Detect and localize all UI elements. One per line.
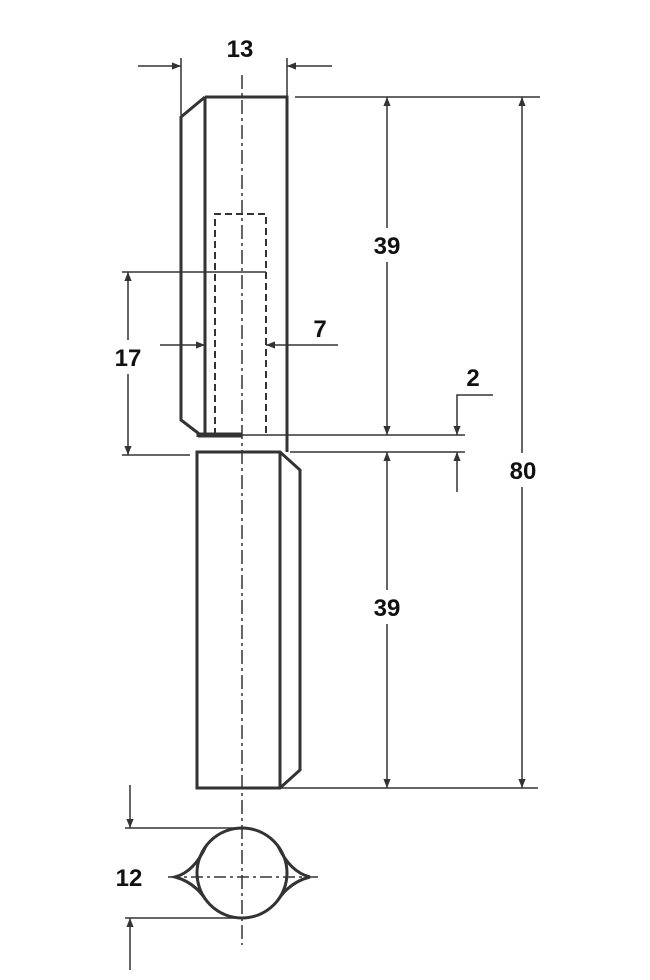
dim-12-label: 12 [116, 865, 143, 892]
dim-39-bottom-label: 39 [374, 595, 401, 622]
dim-2-label: 2 [466, 365, 479, 392]
dim-7-label: 7 [313, 316, 326, 343]
upper-hinge-part [179, 95, 289, 452]
pin-hidden-lines [214, 213, 267, 435]
dim-17-label: 17 [115, 345, 142, 372]
dim-2-top-arrow [453, 394, 493, 435]
dim-13-label: 13 [227, 36, 254, 63]
dim-39-top-label: 39 [374, 233, 401, 260]
dim-80-label: 80 [510, 458, 537, 485]
lower-hinge-part [195, 450, 302, 790]
section-view [169, 826, 311, 920]
